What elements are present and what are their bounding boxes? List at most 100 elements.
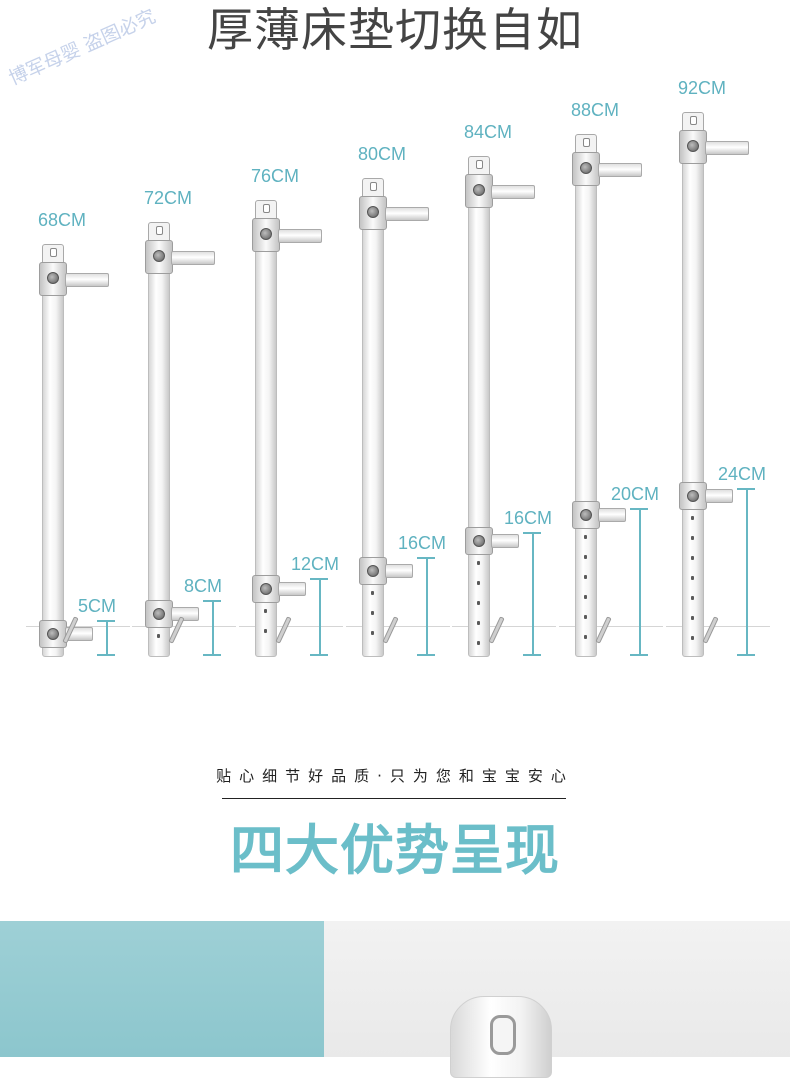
floor-line [666, 626, 770, 627]
height-label: 72CM [144, 188, 193, 208]
dim-bottom-tick [203, 654, 221, 656]
step-label: 16CM [398, 533, 447, 553]
hook-part [488, 616, 505, 644]
bottom-arm [278, 582, 306, 596]
adjust-hole [477, 641, 480, 645]
adjust-hole [691, 536, 694, 540]
top-arm [385, 207, 429, 221]
top-arm [171, 251, 215, 265]
adjust-hole [584, 595, 587, 599]
dim-vertical [426, 557, 428, 655]
screw-icon [687, 140, 699, 152]
dim-bottom-tick [310, 654, 328, 656]
screw-icon [580, 162, 592, 174]
height-label: 92CM [678, 78, 727, 98]
adjust-hole [477, 581, 480, 585]
feature-panel-left [0, 921, 324, 1057]
adjust-hole [691, 596, 694, 600]
height-label: 84CM [464, 122, 513, 142]
adjust-hole [691, 556, 694, 560]
adjust-hole [157, 634, 160, 638]
dim-bottom-tick [630, 654, 648, 656]
step-label: 8CM [184, 576, 223, 596]
screw-icon [687, 490, 699, 502]
feature-panel-right [324, 921, 790, 1057]
adjust-hole [691, 616, 694, 620]
screw-icon [47, 628, 59, 640]
dim-vertical [212, 600, 214, 655]
pole-cap [42, 244, 64, 266]
hook-part [702, 616, 719, 644]
pole-cap [682, 112, 704, 134]
adjust-hole [691, 576, 694, 580]
bottom-arm [491, 534, 519, 548]
step-label: 16CM [504, 508, 553, 528]
hook-part [275, 616, 292, 644]
section-subtitle: 贴心细节好品质·只为您和宝宝安心 [216, 767, 574, 785]
top-arm [705, 141, 749, 155]
height-label: 76CM [251, 166, 300, 186]
top-arm [65, 273, 109, 287]
bottom-arm [598, 508, 626, 522]
dim-bottom-tick [523, 654, 541, 656]
bottom-arm [705, 489, 733, 503]
screw-icon [473, 184, 485, 196]
screw-icon [367, 206, 379, 218]
floor-line [132, 626, 236, 627]
step-label: 24CM [718, 464, 767, 484]
screw-icon [47, 272, 59, 284]
screw-icon [260, 583, 272, 595]
page-title: 厚薄床垫切换自如 [207, 3, 583, 57]
dim-vertical [746, 488, 748, 655]
pole-cap-slot [490, 1015, 516, 1055]
floor-line [26, 626, 130, 627]
adjust-hole [371, 591, 374, 595]
dim-vertical [532, 532, 534, 655]
pole-rail [42, 260, 64, 657]
step-label: 12CM [291, 554, 340, 574]
pole-rail [148, 238, 170, 657]
pole-rail [575, 150, 597, 657]
screw-icon [260, 228, 272, 240]
pole-cap [468, 156, 490, 178]
adjust-hole [477, 561, 480, 565]
top-arm [491, 185, 535, 199]
bottom-arm [385, 564, 413, 578]
screw-icon [580, 509, 592, 521]
top-arm [278, 229, 322, 243]
adjust-hole [477, 601, 480, 605]
dim-bottom-tick [97, 654, 115, 656]
height-label: 88CM [571, 100, 620, 120]
adjust-hole [691, 516, 694, 520]
hook-part [382, 616, 399, 644]
screw-icon [367, 565, 379, 577]
floor-line [452, 626, 556, 627]
screw-icon [153, 250, 165, 262]
adjust-hole [477, 621, 480, 625]
dim-vertical [106, 620, 108, 655]
subtitle-divider [222, 798, 566, 799]
adjust-hole [264, 629, 267, 633]
adjust-hole [691, 636, 694, 640]
adjust-hole [371, 631, 374, 635]
pole-cap [255, 200, 277, 222]
adjust-hole [584, 575, 587, 579]
screw-icon [473, 535, 485, 547]
section-headline: 四大优势呈现 [230, 819, 560, 882]
pole-rail [362, 194, 384, 657]
adjust-hole [584, 535, 587, 539]
adjust-hole [371, 611, 374, 615]
dim-bottom-tick [737, 654, 755, 656]
screw-icon [153, 608, 165, 620]
adjust-hole [584, 635, 587, 639]
top-arm [598, 163, 642, 177]
height-label: 80CM [358, 144, 407, 164]
adjust-hole [584, 615, 587, 619]
adjust-hole [584, 555, 587, 559]
dim-bottom-tick [417, 654, 435, 656]
floor-line [239, 626, 343, 627]
floor-line [559, 626, 663, 627]
height-label: 68CM [38, 210, 87, 230]
floor-line [346, 626, 450, 627]
